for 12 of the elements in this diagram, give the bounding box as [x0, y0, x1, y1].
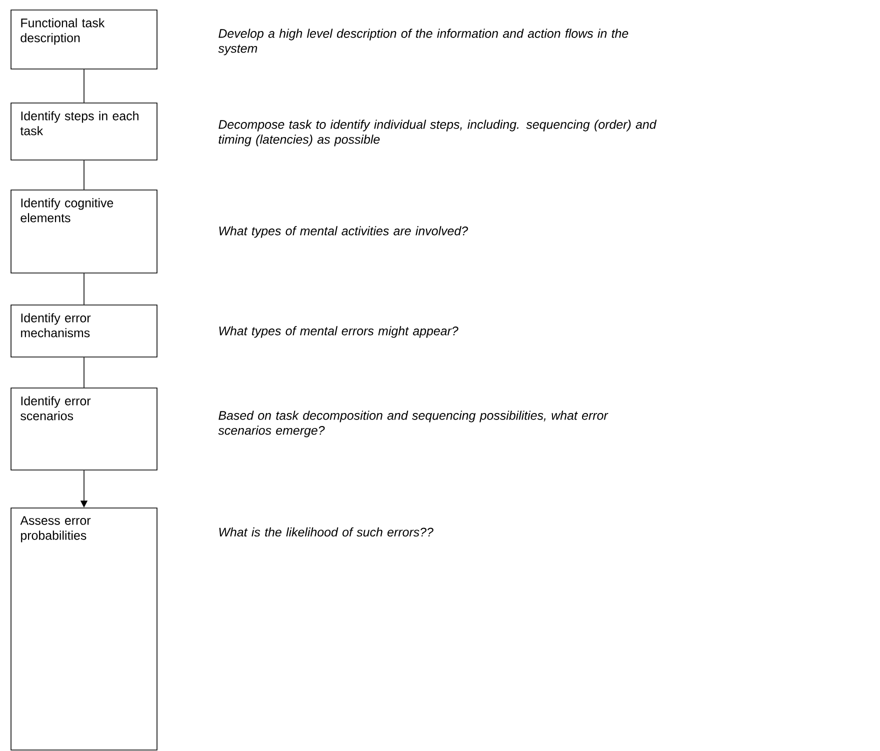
process-box: Functional task description — [10, 10, 158, 70]
description-text: What types of mental errors might appear? — [219, 326, 458, 338]
process-box: Identify error mechanisms — [10, 304, 158, 358]
process-box: Identify cognitive elements — [10, 190, 158, 274]
description-text: Develop a high level description of the information and action flows in the system — [218, 28, 628, 56]
description-text: Decompose task to identify individual steps, including. sequencing (order) and timing (latencies) as possible — [218, 120, 657, 146]
process-box: Assess error probabilities — [10, 508, 158, 750]
process-box: Identify error scenarios — [10, 388, 158, 470]
description-text: What is the likelihood of such errors?? — [219, 527, 434, 537]
description-text: Based on task decomposition and sequencing possibilities, what error scenarios emerge? — [218, 410, 608, 438]
process-box: Identify steps in each task — [10, 102, 158, 160]
description-text: What types of mental activities are involved? — [219, 226, 468, 238]
